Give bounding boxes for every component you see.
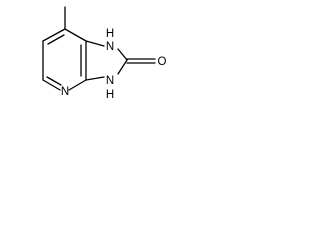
atom-labels: H N N N H O — [61, 28, 167, 101]
label-oxygen: O — [158, 56, 167, 68]
bond-c2-n3 — [117, 59, 128, 75]
label-n-bottom-h: H — [106, 89, 114, 101]
bond-n1-c2 — [117, 48, 128, 61]
label-n-pyridine: N — [61, 86, 69, 98]
bond-n3-c3a — [85, 76, 105, 81]
bond-n4-c5-inner — [46, 76, 62, 86]
bond-c6-c7 — [42, 28, 66, 42]
bond-c3a-n4 — [68, 79, 87, 91]
bonds — [42, 6, 156, 91]
bond-n4-c5 — [42, 79, 61, 91]
label-n-top: N — [106, 41, 114, 53]
label-n-top-h: H — [106, 28, 114, 40]
bond-c6-c7-inner — [47, 34, 65, 45]
chemical-structure: H N N N H O — [42, 6, 167, 101]
bond-c7-c7a — [64, 28, 87, 42]
bond-c7a-n1 — [85, 40, 105, 47]
label-n-bottom: N — [106, 75, 114, 87]
